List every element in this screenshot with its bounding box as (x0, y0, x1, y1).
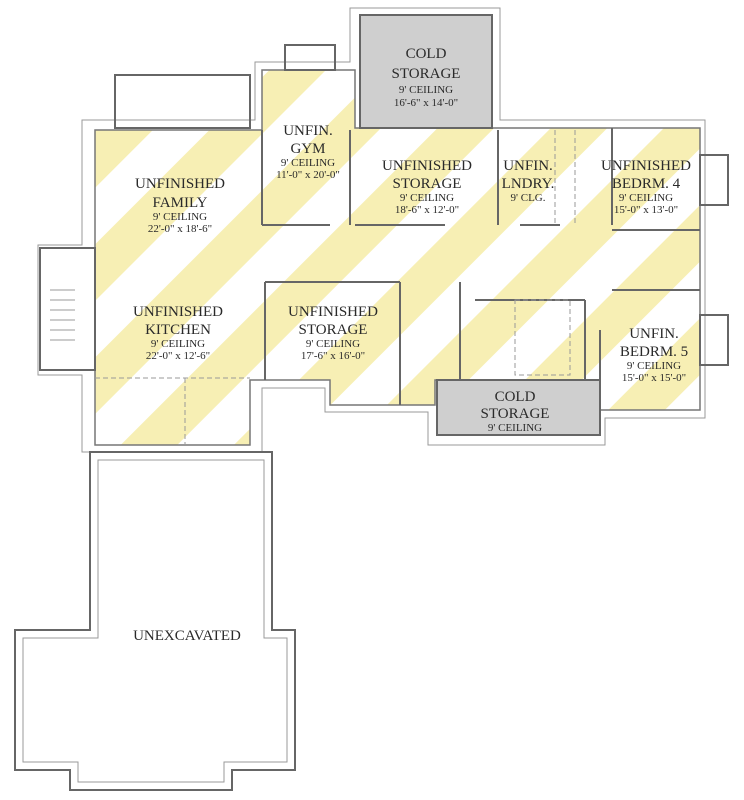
room-name: STORAGE (393, 176, 462, 192)
room-size: 22'-0" x 12'-6" (146, 350, 210, 362)
room-cold-storage-top: COLD STORAGE 9' CEILING 16'-6" x 14'-0" (392, 46, 461, 109)
room-name: UNFIN. (503, 158, 553, 174)
unexcavated-area (14, 451, 296, 791)
room-name: STORAGE (299, 322, 368, 338)
room-unexcavated-label: UNEXCAVATED (133, 628, 241, 644)
room-name: STORAGE (392, 66, 461, 82)
room-size: 15'-0" x 13'-0" (614, 204, 678, 216)
window-well (699, 154, 729, 206)
cold-storage-top (359, 14, 493, 129)
room-ceiling: 9' CLG. (511, 192, 546, 204)
room-gym: UNFIN. GYM 9' CEILING 11'-0" x 20'-0" (276, 123, 340, 181)
room-name: UNFINISHED (135, 176, 225, 192)
room-cold-storage-bottom: COLD STORAGE 9' CEILING (481, 389, 550, 434)
room-storage-top: UNFINISHED STORAGE 9' CEILING 18'-6" x 1… (382, 158, 472, 216)
room-size: 17'-6" x 16'-0" (301, 350, 365, 362)
room-family: UNFINISHED FAMILY 9' CEILING 22'-0" x 18… (135, 176, 225, 235)
foundation-outline (37, 7, 706, 453)
room-name: LNDRY. (502, 176, 555, 192)
room-name: BEDRM. 4 (612, 176, 681, 192)
room-laundry: UNFIN. LNDRY. 9' CLG. (502, 158, 555, 204)
room-name: UNFINISHED (288, 304, 378, 320)
room-name: COLD (495, 389, 536, 405)
room-ceiling: 9' CEILING (488, 422, 542, 434)
room-storage-mid: UNFINISHED STORAGE 9' CEILING 17'-6" x 1… (288, 304, 378, 362)
room-ceiling: 9' CEILING (619, 192, 673, 204)
dashed-partitions (95, 130, 576, 445)
room-ceiling: 9' CEILING (627, 360, 681, 372)
room-kitchen: UNFINISHED KITCHEN 9' CEILING 22'-0" x 1… (133, 304, 223, 362)
room-size: 18'-6" x 12'-0" (395, 204, 459, 216)
room-ceiling: 9' CEILING (151, 338, 205, 350)
room-ceiling: 9' CEILING (306, 338, 360, 350)
room-name: GYM (290, 141, 325, 157)
unexcavated-inner-outline (22, 459, 288, 783)
room-name: BEDRM. 5 (620, 344, 688, 360)
room-name: UNFIN. (283, 123, 333, 139)
room-name: FAMILY (153, 195, 208, 211)
room-name: STORAGE (481, 406, 550, 422)
window-well (114, 74, 251, 129)
room-name: UNFIN. (629, 326, 679, 342)
room-size: 16'-6" x 14'-0" (394, 97, 458, 109)
room-name: UNFINISHED (382, 158, 472, 174)
room-ceiling: 9' CEILING (400, 192, 454, 204)
room-bedroom-5: UNFIN. BEDRM. 5 9' CEILING 15'-0" x 15'-… (620, 326, 688, 384)
room-name: UNFINISHED (133, 304, 223, 320)
room-size: 11'-0" x 20'-0" (276, 169, 340, 181)
stair-treads (50, 289, 75, 341)
exterior-stair (39, 247, 96, 371)
room-ceiling: 9' CEILING (153, 211, 207, 223)
room-size: 22'-0" x 18'-6" (148, 223, 212, 235)
room-name: KITCHEN (145, 322, 211, 338)
window-well (699, 314, 729, 366)
window-well (284, 44, 336, 71)
room-size: 15'-0" x 15'-0" (622, 372, 686, 384)
room-ceiling: 9' CEILING (399, 84, 453, 96)
room-ceiling: 9' CEILING (281, 157, 335, 169)
room-name: COLD (406, 46, 447, 62)
cold-storage-bottom (436, 379, 601, 436)
room-name: UNFINISHED (601, 158, 691, 174)
room-bedroom-4: UNFINISHED BEDRM. 4 9' CEILING 15'-0" x … (601, 158, 691, 216)
